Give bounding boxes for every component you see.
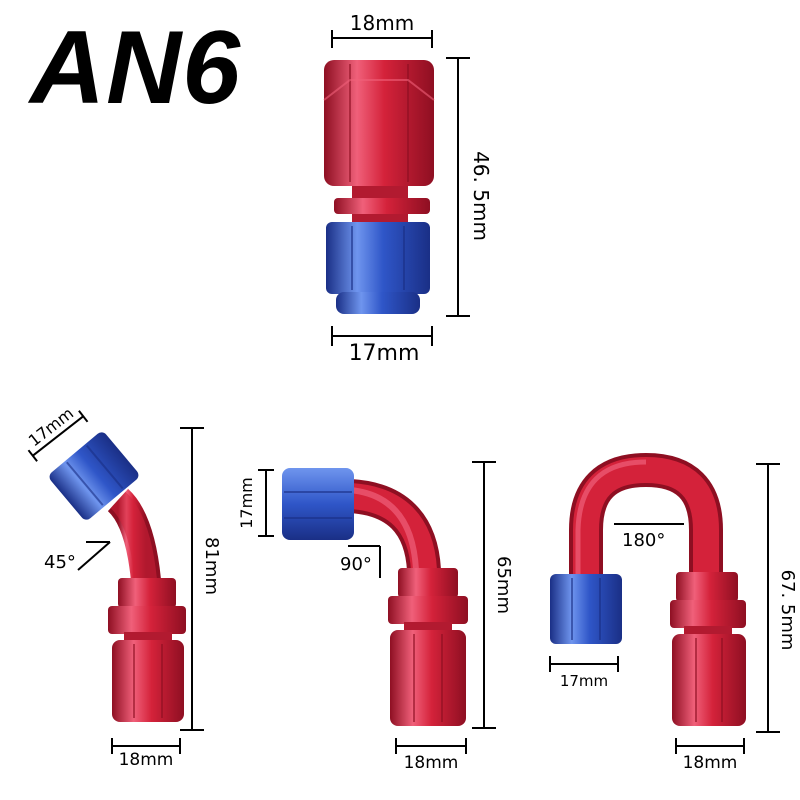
page-title: AN6 — [30, 10, 242, 126]
fitting-180-red-hex — [672, 634, 746, 726]
fitting-180: 180° 67. 5mm 17mm 18mm — [549, 452, 798, 773]
fitting-45-blue-nut — [49, 432, 139, 520]
fitting-180-height-label: 67. 5mm — [777, 570, 798, 651]
straight-height-label: 46. 5mm — [469, 151, 493, 241]
straight-red-washer — [334, 198, 430, 214]
fitting-180-red-washer — [670, 600, 746, 628]
fitting-180-bottom-width-label: 18mm — [683, 753, 738, 773]
fitting-45: 17mm 45° 81mm 18mm — [25, 404, 222, 770]
straight-blue-nut — [326, 222, 430, 294]
fitting-90-red-hex — [390, 630, 466, 726]
fitting-45-height-label: 81mm — [201, 537, 222, 595]
fitting-45-red-washer — [108, 606, 186, 634]
fitting-45-red-hex — [112, 640, 184, 722]
fitting-90-blue-nut — [282, 468, 354, 540]
fitting-180-nut-width-label: 17mm — [560, 672, 608, 690]
straight-red-hex — [324, 60, 434, 186]
fitting-180-blue-nut — [550, 574, 622, 644]
fitting-45-bottom-width-label: 18mm — [119, 750, 174, 770]
straight-fitting: 18mm 46. 5mm 17mm — [323, 11, 493, 366]
straight-bottom-width-label: 17mm — [349, 341, 420, 366]
fitting-180-angle-label: 180° — [622, 530, 665, 551]
fitting-90-angle-label: 90° — [340, 554, 372, 575]
fitting-90-red-washer — [388, 596, 468, 624]
fitting-90-bottom-width-label: 18mm — [404, 753, 459, 773]
fitting-90-nut-width-label: 17mm — [237, 477, 256, 529]
fitting-90-height-label: 65mm — [493, 556, 514, 614]
fitting-45-angle-label: 45° — [44, 552, 76, 573]
straight-top-width-label: 18mm — [350, 11, 414, 35]
fitting-90: 17mm 90° 65mm 18mm — [237, 461, 514, 773]
